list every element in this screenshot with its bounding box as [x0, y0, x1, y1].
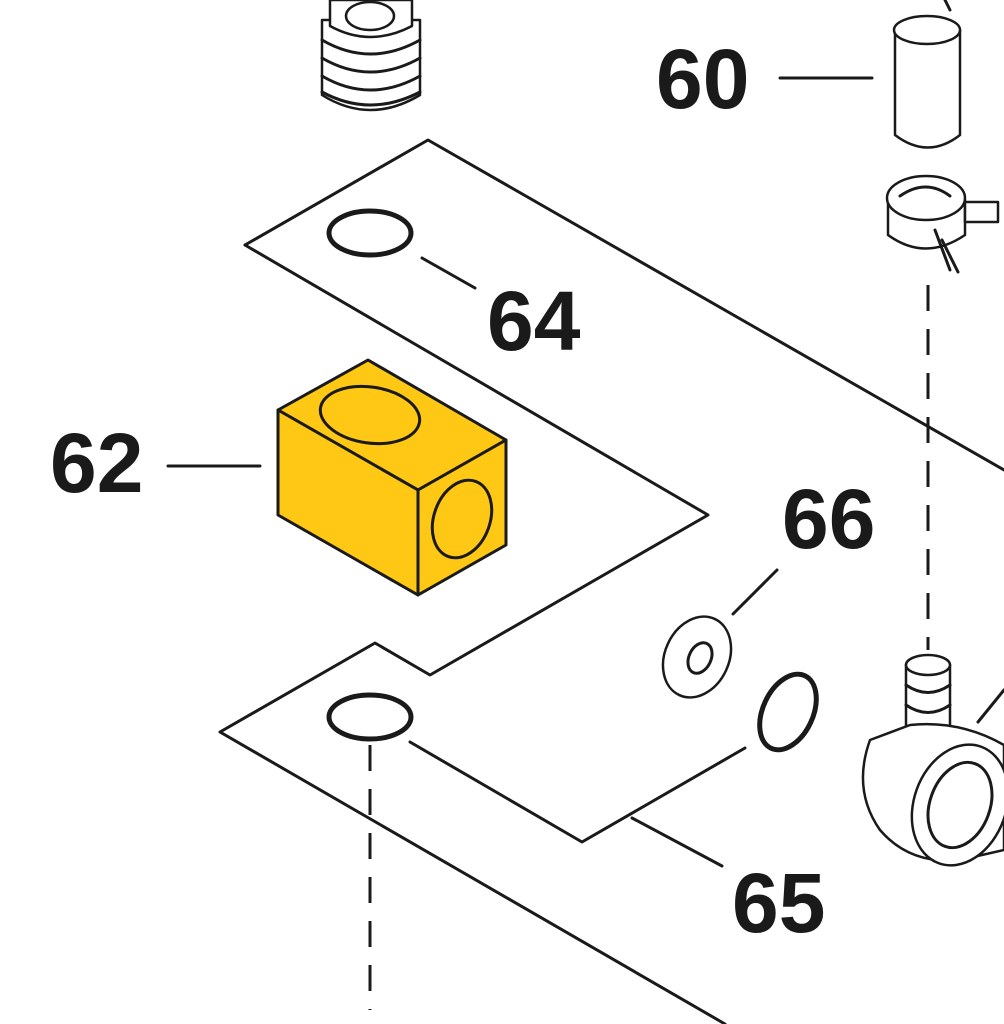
threaded-fitting-top [320, 0, 422, 112]
block-62 [276, 358, 508, 597]
washer-66 [661, 615, 733, 699]
callout-66: 66 [782, 472, 875, 566]
clamp-ring [885, 174, 1000, 274]
leader-66 [731, 568, 779, 616]
callout-65: 65 [732, 856, 825, 950]
o-ring-64 [326, 208, 414, 258]
callout-60: 60 [656, 32, 749, 126]
block-62-side-face [416, 438, 508, 597]
banjo-fitting [861, 653, 1004, 867]
upper-gasket-plate [218, 138, 1004, 1024]
pin-60 [892, 0, 962, 149]
o-ring-right [757, 671, 819, 753]
lower-plate-edge [408, 740, 747, 844]
o-ring-lower [326, 692, 414, 1010]
leader-65 [630, 816, 724, 868]
callout-64: 64 [487, 274, 581, 368]
leader-64 [420, 256, 477, 290]
callout-62: 62 [50, 416, 143, 510]
